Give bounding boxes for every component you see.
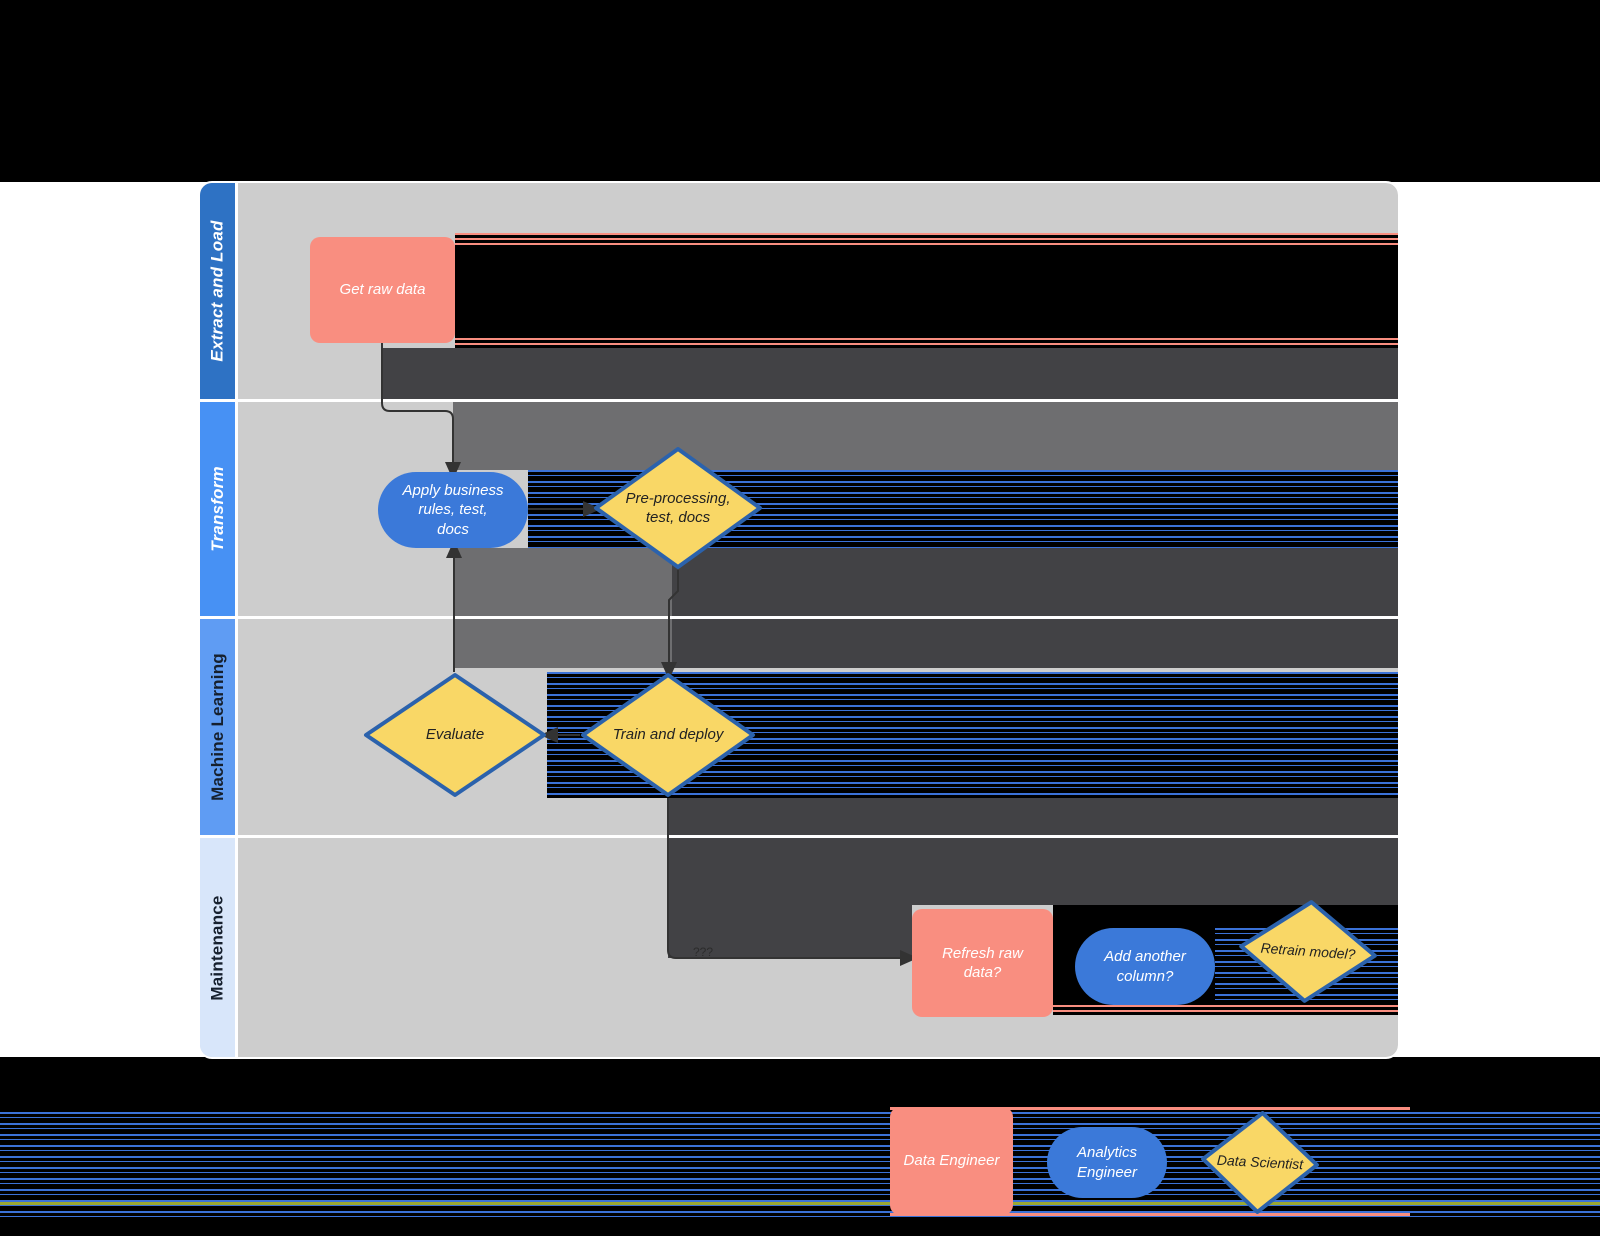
node-evaluate[interactable]: Evaluate <box>363 672 547 798</box>
lane-header-maintenance[interactable]: Maintenance <box>200 838 235 1057</box>
swimlane-diagram: Extract and Load Transform Machine Learn… <box>198 181 1400 1059</box>
node-label: Refresh raw data? <box>942 944 1023 982</box>
glitch-scanlines-bottom <box>0 1112 1600 1218</box>
glitch-band-bottom <box>0 1057 1600 1236</box>
glitch-gray-rect-lane2-top <box>453 402 1398 470</box>
node-label: Evaluate <box>425 726 485 744</box>
node-pre-processing[interactable]: Pre-processing, test, docs <box>593 446 763 570</box>
legend-label: Data Engineer <box>903 1152 1000 1170</box>
glitch-green-line <box>0 1202 1600 1205</box>
glitch-salmon-line-bottom <box>890 1213 1410 1216</box>
lane-header-separator <box>235 183 238 1057</box>
glitch-salmon-stripes-1 <box>455 233 1398 246</box>
node-add-another-column[interactable]: Add another column? <box>1075 928 1215 1005</box>
diamond-shape <box>364 673 546 797</box>
glitch-dark-rect-lane3-bottom <box>668 798 1398 905</box>
node-train-and-deploy[interactable]: Train and deploy <box>580 672 756 798</box>
glitch-dark-rect-lane1 <box>382 348 1398 399</box>
lane-separator-3 <box>200 835 1398 838</box>
node-label: Add another column? <box>1104 948 1186 985</box>
lane-header-transform[interactable]: Transform <box>200 402 235 616</box>
lane-label: Maintenance <box>207 894 227 1001</box>
lane-label: Extract and Load <box>207 220 227 362</box>
node-refresh-raw-data[interactable]: Refresh raw data? <box>912 909 1053 1017</box>
diamond-shape <box>594 447 762 569</box>
diamond-shape <box>1239 900 1377 1003</box>
legend-label: Analytics Engineer <box>1076 1144 1138 1181</box>
node-get-raw-data[interactable]: Get raw data <box>310 237 455 343</box>
glitch-salmon-line-top <box>890 1107 1410 1110</box>
node-label: Apply business rules, test, docs <box>402 481 504 538</box>
lane-label: Transform <box>207 466 227 552</box>
lane-header-extract-and-load[interactable]: Extract and Load <box>200 183 235 399</box>
lane-header-machine-learning[interactable]: Machine Learning <box>200 619 235 835</box>
glitch-gray-rect-lane2-bottom <box>453 548 672 668</box>
node-retrain-model[interactable]: Retrain model? <box>1235 894 1382 1009</box>
diamond-shape <box>581 673 755 797</box>
connector-label-unknown: ??? <box>693 945 714 959</box>
lane-label: Machine Learning <box>207 653 227 801</box>
legend-data-scientist[interactable]: Data Scientist <box>1197 1107 1322 1218</box>
node-apply-business-rules[interactable]: Apply business rules, test, docs <box>378 472 528 548</box>
node-label: Pre-processing, test, docs <box>625 489 731 527</box>
lane-separator-1 <box>200 399 1398 402</box>
lane-separator-2 <box>200 616 1398 619</box>
glitch-salmon-stripes-lane4 <box>1053 1005 1398 1015</box>
node-label: Train and deploy <box>612 726 724 744</box>
glitch-salmon-stripes-2 <box>455 338 1398 348</box>
node-label: Get raw data <box>339 281 426 299</box>
legend-analytics-engineer[interactable]: Analytics Engineer <box>1047 1127 1167 1198</box>
legend-data-engineer[interactable]: Data Engineer <box>890 1107 1013 1215</box>
diamond-shape <box>1201 1111 1319 1214</box>
glitch-black-rect-lane1 <box>455 246 1398 338</box>
glitch-band-top <box>0 0 1600 182</box>
glitch-dark-rect-lane2-bottom <box>672 548 1398 668</box>
